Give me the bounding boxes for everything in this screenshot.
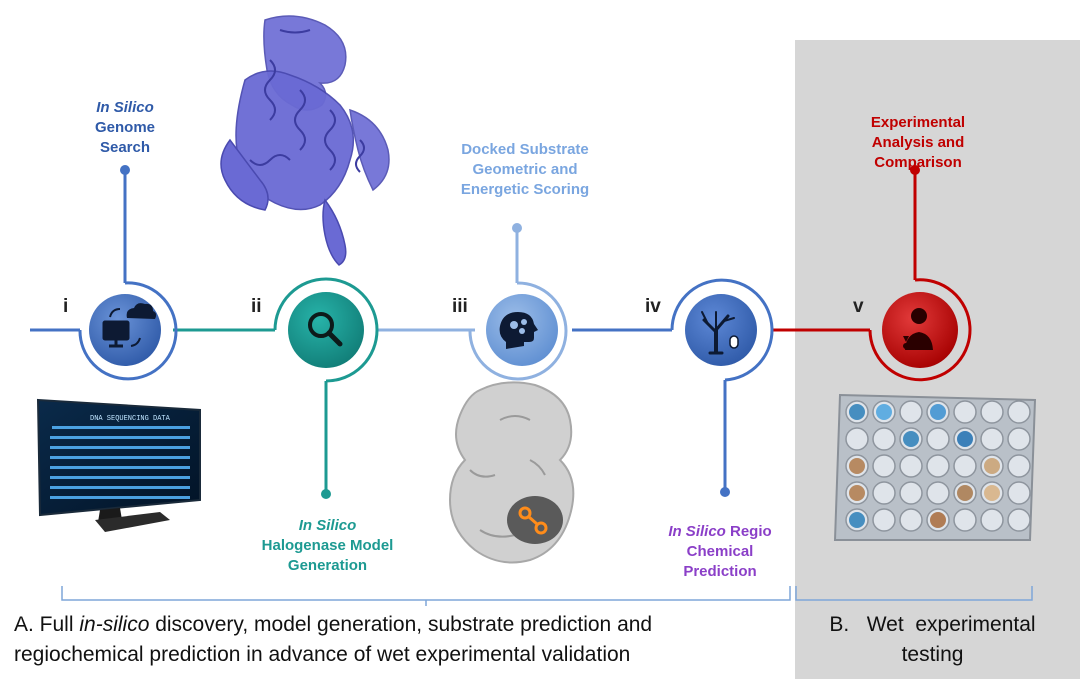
step-i-node: [78, 165, 178, 381]
experimental-analysis-label: Experimental Analysis and Comparison: [870, 114, 966, 171]
tree-mouse-icon: [701, 311, 739, 355]
protein-surface-image: [448, 381, 575, 564]
computer-cloud-sync-icon: [102, 303, 157, 348]
step-number-iii: iii: [452, 296, 468, 317]
head-gears-icon: [499, 312, 538, 349]
bracket-a: [61, 586, 791, 606]
genome-search-label: In Silico Genome Search: [94, 99, 155, 156]
caption-b: B. Wet experimental testing: [829, 613, 1036, 666]
step-ii-node: [273, 277, 379, 499]
step-number-i: i: [63, 296, 69, 317]
dna-monitor-image: DNA SEQUENCING DATA: [36, 398, 201, 532]
step-v-node: [868, 165, 972, 382]
step-number-ii: ii: [251, 296, 262, 317]
regio-chemical-label: In Silico Regio Chemical Prediction: [668, 523, 772, 580]
protein-ribbon-image: [220, 15, 390, 266]
dna-monitor-text: DNA SEQUENCING DATA: [90, 415, 171, 423]
step-iv-node: [670, 278, 774, 497]
scientist-icon: [903, 308, 933, 350]
step-number-iv: iv: [645, 296, 661, 317]
bracket-b: [795, 586, 1033, 601]
docked-substrate-label: Docked Substrate Geometric and Energetic…: [460, 141, 590, 198]
step-number-v: v: [853, 296, 864, 317]
well-plate-image: [833, 393, 1037, 541]
halogenase-label: In Silico Halogenase Model Generation: [261, 517, 394, 574]
magnifier-icon: [308, 312, 343, 347]
caption-a: A. Full in-silico discovery, model gener…: [14, 613, 653, 666]
step-iii-node: [468, 223, 568, 381]
